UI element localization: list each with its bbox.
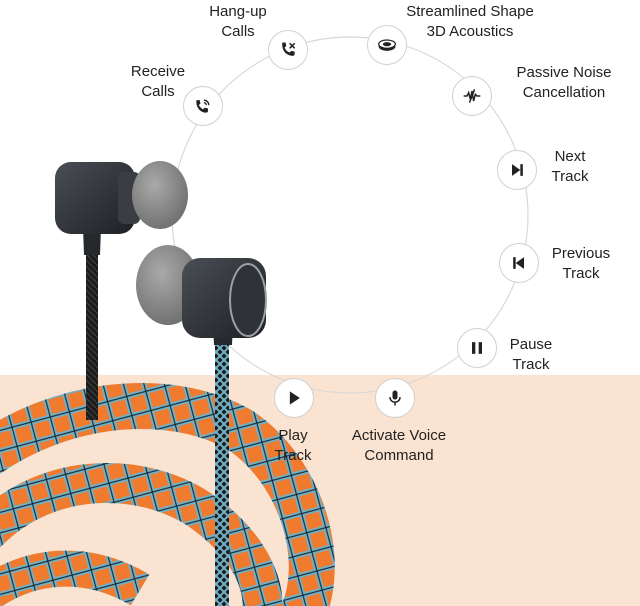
previous-track-icon <box>513 257 524 269</box>
pause-icon <box>472 342 482 354</box>
pause-track-button <box>457 328 497 368</box>
receive-calls-button <box>183 86 223 126</box>
streamlined-shape-button <box>367 25 407 65</box>
coiled-cable <box>0 383 335 606</box>
play-icon <box>289 391 300 405</box>
previous-track-button <box>499 243 539 283</box>
microphone-icon <box>389 390 401 406</box>
play-track-button <box>274 378 314 418</box>
hang-up-calls-button <box>268 30 308 70</box>
right-earbud <box>136 245 267 345</box>
speaker-disc-icon <box>378 39 396 51</box>
soundwave-slash-icon <box>463 89 481 103</box>
next-track-button <box>497 150 537 190</box>
passive-noise-button <box>452 76 492 116</box>
hang-up-phone-icon <box>282 42 296 56</box>
activate-voice-button <box>375 378 415 418</box>
left-earbud <box>55 161 188 255</box>
next-track-icon <box>512 164 523 176</box>
ringing-phone-icon <box>196 99 210 113</box>
